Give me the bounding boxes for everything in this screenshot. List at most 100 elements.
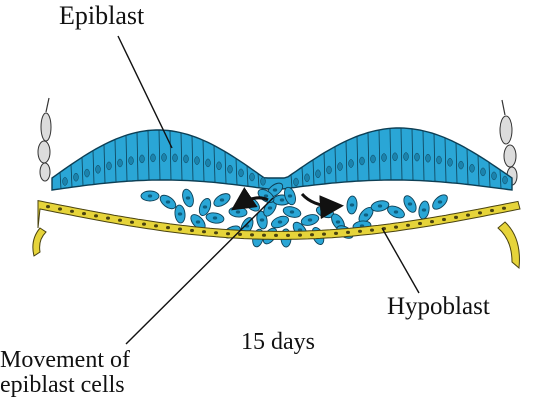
epiblast-cell-wall [444, 137, 447, 183]
epiblast-cell-wall [202, 140, 205, 182]
hypoblast-nucleus [274, 233, 278, 237]
migrating-cell-nucleus [287, 194, 293, 198]
epiblast-cell-wall [400, 127, 403, 181]
epiblast-nucleus [370, 154, 376, 164]
hypoblast-nucleus [178, 227, 182, 231]
hypoblast-nucleus [142, 222, 146, 226]
epiblast-cell-wall [477, 155, 480, 186]
hypoblast-nucleus [298, 233, 302, 237]
hypoblast-nucleus [58, 207, 62, 211]
migrating-cell-nucleus [263, 194, 269, 198]
hypoblast-nucleus [226, 232, 230, 236]
migrating-cell-nucleus [202, 205, 208, 209]
epiblast-nucleus [139, 154, 145, 164]
migrating-cell-nucleus [421, 208, 427, 212]
stage-label: 15 days [241, 329, 315, 355]
epiblast-nucleus [106, 161, 112, 171]
hypoblast-nucleus [190, 228, 194, 233]
hypoblast-nucleus [46, 205, 50, 209]
hypoblast-tail-left [32, 227, 47, 257]
epiblast-cell-wall [422, 130, 425, 181]
hypoblast-nucleus [262, 233, 266, 237]
hypoblast-nucleus [130, 220, 134, 224]
epiblast-cell-wall [180, 132, 183, 181]
epiblast-nucleus [183, 154, 189, 164]
epiblast-leader-line [117, 35, 173, 149]
epiblast-cell-wall [224, 151, 227, 184]
epiblast-nucleus [227, 164, 233, 174]
migrating-cell-nucleus [147, 194, 153, 198]
migrating-cell-nucleus [322, 210, 328, 214]
migrating-cell-nucleus [185, 196, 191, 200]
migrating-cell-nucleus [437, 200, 443, 204]
leader-lines [117, 35, 420, 345]
migrating-cell-nucleus [272, 188, 278, 192]
movement-leader-line [125, 197, 274, 345]
hypoblast-label: Hypoblast [387, 293, 490, 320]
epiblast-cell-wall [81, 157, 84, 186]
hypoblast-nucleus [478, 211, 482, 215]
epiblast-cell-wall [136, 132, 139, 181]
movement-label-line1: Movement of [0, 347, 130, 373]
migrating-cell-nucleus [267, 206, 273, 210]
epiblast-cell-wall [158, 129, 161, 181]
hypoblast-nucleus [454, 215, 458, 219]
migrating-cell-nucleus [249, 202, 255, 206]
migrating-cell-nucleus [277, 220, 283, 224]
migrating-cell-nucleus [235, 210, 241, 214]
hypoblast-nucleus [502, 206, 506, 210]
epiblast-nucleus [447, 158, 453, 167]
epiblast-cell-wall [378, 129, 381, 181]
hypoblast-nucleus [418, 221, 422, 226]
epiblast-nucleus [425, 153, 431, 163]
epiblast-nucleus [491, 171, 497, 181]
hypoblast-nucleus [106, 216, 110, 220]
hypoblast-nucleus [82, 212, 86, 216]
epiblast-cell-wall [433, 133, 436, 182]
migrating-cell-nucleus [219, 198, 225, 202]
epiblast-cell-wall [103, 144, 106, 184]
epiblast-cell-wall [499, 169, 502, 189]
epiblast-layer [51, 127, 513, 191]
epiblast-nucleus [337, 162, 343, 171]
epiblast-nucleus [95, 165, 101, 174]
hypoblast-band [37, 199, 521, 240]
epiblast-label: Epiblast [59, 1, 145, 30]
epiblast-nucleus [381, 153, 387, 162]
migrating-cell-nucleus [307, 218, 313, 222]
epiblast-nucleus [480, 167, 486, 177]
epiblast-nucleus [150, 153, 156, 163]
migrating-cell-nucleus [377, 204, 383, 208]
epiblast-cell-wall [466, 148, 469, 185]
epiblast-cell-wall [213, 145, 216, 183]
hypoblast-nucleus [166, 226, 170, 230]
epiblast-nucleus [458, 160, 464, 170]
migrating-cell-nucleus [289, 210, 295, 214]
migrating-cell-nucleus [407, 202, 413, 206]
epiblast-cell-wall [125, 135, 128, 182]
epiblast-cell-wall [246, 165, 249, 187]
migrating-cell-nucleus [177, 212, 183, 216]
epiblast-nucleus [73, 172, 79, 182]
epiblast-cell-wall [147, 130, 150, 181]
epiblast-nucleus [469, 164, 475, 173]
hypoblast-nucleus [430, 220, 434, 224]
amnion-left [37, 97, 52, 182]
epiblast-nucleus [84, 168, 90, 178]
epiblast-nucleus [172, 153, 178, 163]
epiblast-cell-wall [235, 158, 238, 185]
epiblast-cell-wall [257, 173, 260, 188]
epiblast-cell-wall [301, 167, 304, 187]
epiblast-nucleus [304, 173, 310, 183]
hypoblast-nucleus [214, 231, 218, 235]
epiblast-cell-wall [455, 142, 458, 184]
epiblast-nucleus [249, 172, 255, 182]
epiblast-cell-wall [411, 128, 414, 181]
epiblast-nucleus [293, 177, 299, 187]
hypoblast-leader-line [381, 227, 420, 294]
epiblast-cell-wall [389, 128, 392, 181]
migrating-cell-nucleus [259, 218, 265, 222]
hypoblast-nucleus [202, 230, 206, 234]
epiblast-cell-wall [345, 141, 348, 182]
